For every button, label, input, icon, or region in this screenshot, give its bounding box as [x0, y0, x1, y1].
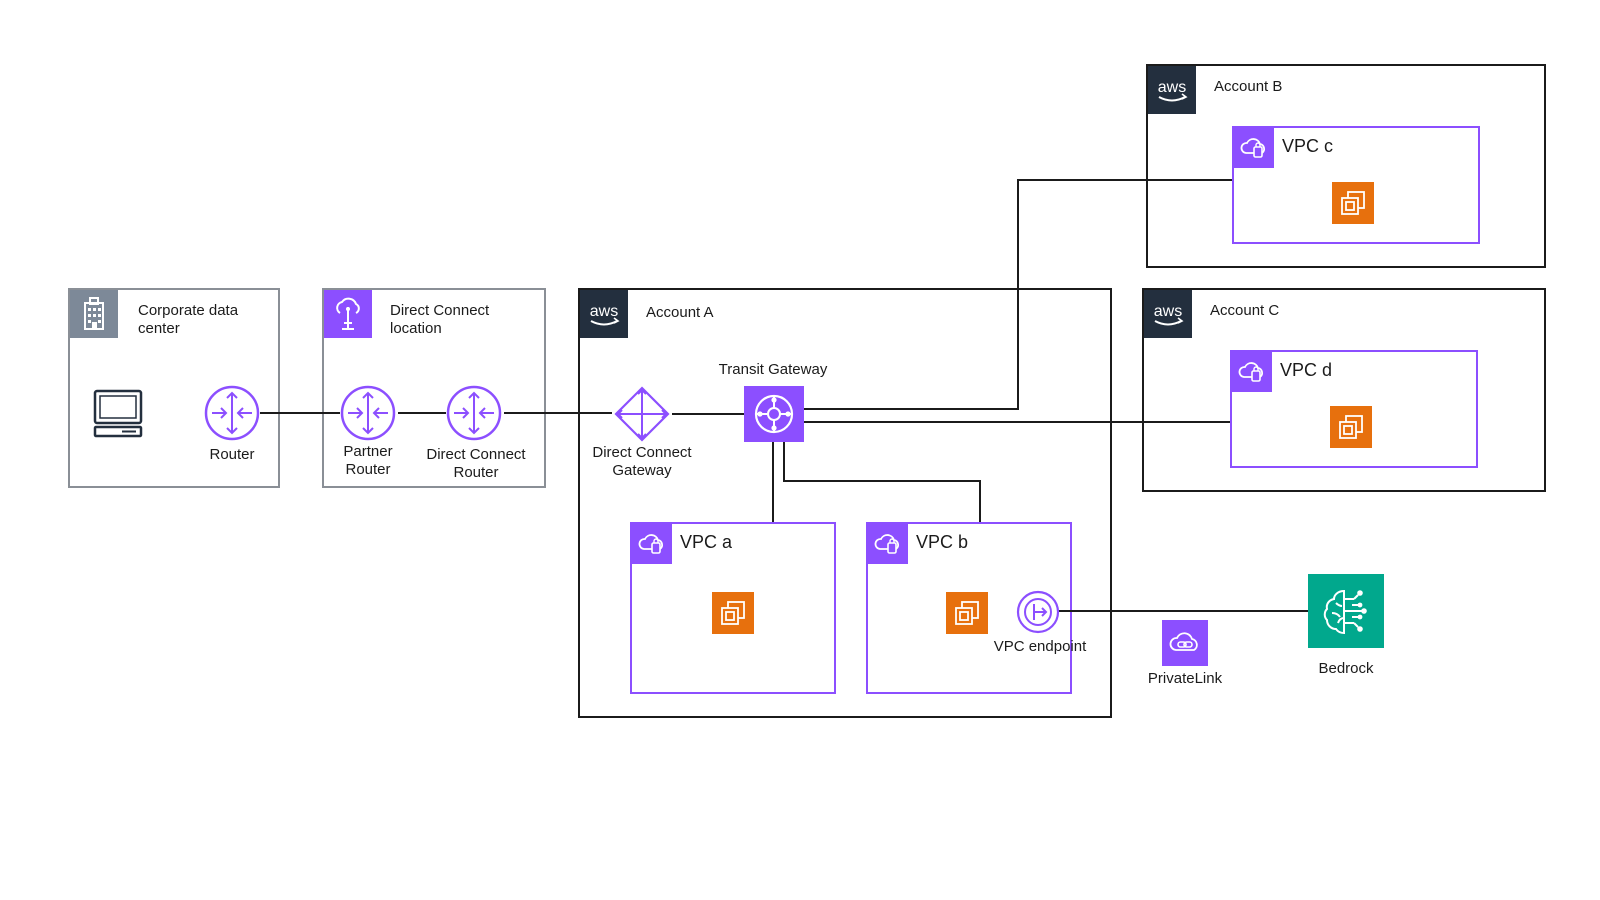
- direct-connect-gateway-label: Direct Connect Gateway: [592, 444, 692, 479]
- vpc-d-group: VPC d: [1230, 350, 1478, 468]
- vpc-endpoint-label: VPC endpoint: [993, 638, 1087, 655]
- vpc-endpoint-icon: [1016, 590, 1060, 634]
- account-c-group: aws Account C: [1142, 288, 1546, 492]
- corporate-data-center-label: Corporate data center: [138, 302, 239, 337]
- cloud-tower-icon: [324, 290, 372, 338]
- partner-router-icon: [340, 385, 396, 441]
- vpc-c-label: VPC c: [1282, 136, 1334, 156]
- ec2-instance-icon: [946, 592, 988, 634]
- svg-text:aws: aws: [1154, 303, 1182, 320]
- ec2-instance-icon: [1332, 182, 1374, 224]
- link-transit-gateway-to-vpc-c: [802, 179, 1232, 410]
- corporate-data-center-group: Corporate data center: [68, 288, 280, 488]
- vpc-icon: [1232, 352, 1272, 392]
- svg-text:aws: aws: [590, 303, 618, 320]
- vpc-d-label: VPC d: [1280, 360, 1333, 380]
- router-icon: [204, 385, 260, 441]
- ec2-instance-icon: [712, 592, 754, 634]
- router-label: Router: [209, 446, 255, 463]
- vpc-icon: [1234, 128, 1274, 168]
- direct-connect-location-label: Direct Connect location: [390, 302, 490, 337]
- bedrock-icon: [1308, 574, 1384, 648]
- direct-connect-router-icon: [446, 385, 502, 441]
- vpc-icon: [868, 524, 908, 564]
- privatelink-label: PrivateLink: [1147, 670, 1223, 687]
- building-icon: [70, 290, 118, 338]
- transit-gateway-icon: [744, 386, 804, 442]
- account-a-label: Account A: [646, 304, 714, 321]
- privatelink-icon: [1162, 620, 1208, 666]
- direct-connect-location-group: Direct Connect location: [322, 288, 546, 488]
- vpc-icon: [632, 524, 672, 564]
- vpc-b-label: VPC b: [916, 532, 969, 552]
- vpc-b-group: VPC b: [866, 522, 1072, 694]
- direct-connect-gateway-icon: [612, 384, 672, 444]
- aws-logo-icon: aws: [580, 290, 628, 338]
- vpc-c-group: VPC c: [1232, 126, 1480, 244]
- partner-router-label: Partner Router: [343, 443, 393, 478]
- aws-logo-icon: aws: [1148, 66, 1196, 114]
- svg-text:aws: aws: [1158, 79, 1186, 96]
- account-c-label: Account C: [1210, 302, 1280, 319]
- account-a-group: aws Account A: [578, 288, 1112, 718]
- direct-connect-router-label: Direct Connect Router: [426, 446, 526, 481]
- vpc-a-label: VPC a: [680, 532, 733, 552]
- ec2-instance-icon: [1330, 406, 1372, 448]
- account-b-label: Account B: [1214, 78, 1283, 95]
- vpc-a-group: VPC a: [630, 522, 836, 694]
- transit-gateway-label: Transit Gateway: [718, 361, 828, 378]
- aws-logo-icon: aws: [1144, 290, 1192, 338]
- link-transit-gateway-to-vpc-b: [783, 442, 981, 522]
- bedrock-label: Bedrock: [1318, 660, 1374, 677]
- server-icon: [92, 388, 144, 440]
